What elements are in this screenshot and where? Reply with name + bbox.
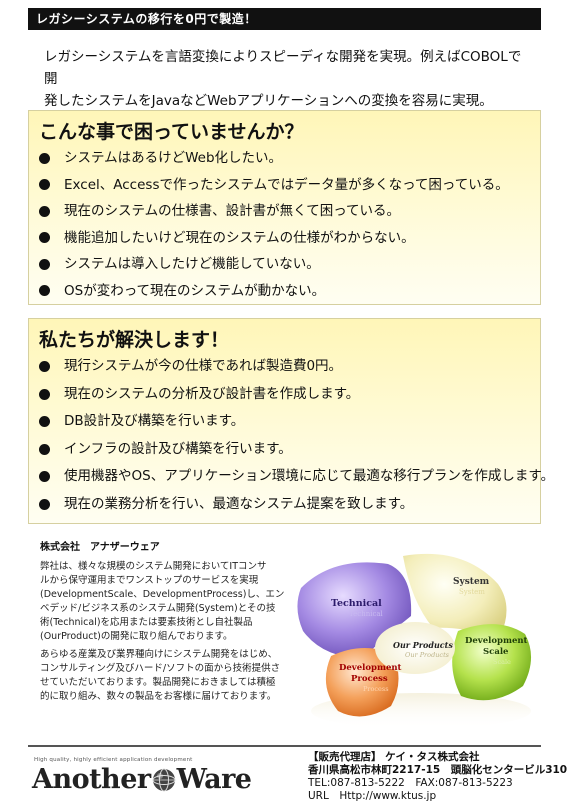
list-item: 現行システムが今の仕様であれば製造費0円。 xyxy=(39,353,540,381)
label-products-shadow: Our Products xyxy=(405,651,450,659)
label-products: Our Products xyxy=(393,640,453,650)
bullet-icon xyxy=(39,416,50,428)
agent-phone: TEL:087-813-5222 FAX:087-813-5223 xyxy=(308,777,513,789)
label-process-1: Development xyxy=(339,663,402,673)
footer-divider xyxy=(28,745,541,747)
problems-list: システムはあるけどWeb化したい。 Excel、Accessで作ったシステムでは… xyxy=(29,145,540,304)
list-item: 機能追加したいけど現在のシステムの仕様がわからない。 xyxy=(39,225,540,252)
list-item: 現在の業務分析を行い、最適なシステム提案を致します。 xyxy=(39,491,540,519)
globe-icon xyxy=(152,768,176,791)
list-item: 現在のシステムの分析及び設計書を作成します。 xyxy=(39,381,540,409)
problems-title: こんな事で困っていませんか？ xyxy=(39,121,304,143)
bullet-icon xyxy=(39,498,50,510)
page-title: レガシーシステムの移行を0円で製造！ xyxy=(36,12,257,26)
problems-box: こんな事で困っていませんか？ システムはあるけどWeb化したい。 Excel、A… xyxy=(28,110,541,305)
agent-name: 【販売代理店】 ケイ・タス株式会社 xyxy=(308,751,480,763)
list-item: システムはあるけどWeb化したい。 xyxy=(39,145,540,172)
list-item: Excel、Accessで作ったシステムではデータ量が多くなって困っている。 xyxy=(39,172,540,199)
sales-agent-info: 【販売代理店】 ケイ・タス株式会社 香川県高松市林町2217-15 頭脳化センタ… xyxy=(308,751,567,803)
solutions-list: 現行システムが今の仕様であれば製造費0円。 現在のシステムの分析及び設計書を作成… xyxy=(29,353,554,519)
bullet-icon xyxy=(39,179,50,191)
intro-line: レガシーシステムを言語変換によりスピーディな開発を実現。例えばCOBOLで開 xyxy=(44,49,522,87)
logo-text-part2: Ware xyxy=(176,764,252,795)
company-name: 株式会社 アナザーウェア xyxy=(40,542,160,553)
bullet-icon xyxy=(39,285,50,297)
bullet-icon xyxy=(39,361,50,373)
label-scale-1: Development xyxy=(465,636,528,646)
label-technical: Technical xyxy=(331,598,382,609)
label-system: System xyxy=(453,577,490,587)
list-item: 現在のシステムの仕様書、設計書が無くて困っている。 xyxy=(39,198,540,225)
label-process-shadow: Process xyxy=(363,685,389,693)
service-diagram: Technical Technical System System Our Pr… xyxy=(297,553,532,729)
company-description: 弊社は、様々な規模のシステム開発においてITコンサ ルから保守運用までワンストッ… xyxy=(40,561,285,642)
page-title-bar: レガシーシステムの移行を0円で製造！ xyxy=(28,8,541,30)
label-system-shadow: System xyxy=(459,588,485,596)
process-segment xyxy=(325,647,399,717)
list-item: システムは導入したけど機能していない。 xyxy=(39,251,540,278)
agent-address: 香川県高松市林町2217-15 頭脳化センタービル310 xyxy=(308,764,568,776)
label-technical-shadow: Technical xyxy=(349,610,384,618)
bullet-icon xyxy=(39,232,50,244)
intro-text: レガシーシステムを言語変換によりスピーディな開発を実現。例えばCOBOLで開 発… xyxy=(44,46,534,112)
company-section: 株式会社 アナザーウェア 弊社は、様々な規模のシステム開発においてITコンサ ル… xyxy=(28,534,541,734)
solutions-box: 私たちが解決します！ 現行システムが今の仕様であれば製造費0円。 現在のシステム… xyxy=(28,318,554,524)
products-center xyxy=(375,622,455,674)
system-segment xyxy=(403,553,507,641)
list-item: OSが変わって現在のシステムが動かない。 xyxy=(39,278,540,305)
bullet-icon xyxy=(39,258,50,270)
logo-tagline: High quality, highly efficient applicati… xyxy=(34,757,193,763)
solutions-title: 私たちが解決します！ xyxy=(39,329,230,351)
company-description-2: あらゆる産業及び業界種向けにシステム開発をはじめ、 コンサルティング及びハード/… xyxy=(40,649,281,702)
scale-segment xyxy=(452,624,532,701)
company-logo: Another Ware xyxy=(32,764,252,795)
intro-line: 発したシステムをJavaなどWebアプリケーションへの変換を容易に実現。 xyxy=(44,93,493,109)
label-process-2: Process xyxy=(351,674,388,684)
bullet-icon xyxy=(39,388,50,400)
bullet-icon xyxy=(39,443,50,455)
bullet-icon xyxy=(39,471,50,483)
list-item: DB設計及び構築を行います。 xyxy=(39,408,540,436)
label-scale-shadow: Scale xyxy=(493,658,511,666)
logo-text-part1: Another xyxy=(32,764,151,795)
list-item: インフラの設計及び構築を行います。 xyxy=(39,436,540,464)
bullet-icon xyxy=(39,205,50,217)
bullet-icon xyxy=(39,152,50,164)
agent-url[interactable]: URL Http://www.ktus.jp xyxy=(308,790,437,802)
list-item: 使用機器やOS、アプリケーション環境に応じて最適な移行プランを作成します。 xyxy=(39,463,554,491)
label-scale-2: Scale xyxy=(483,647,509,657)
